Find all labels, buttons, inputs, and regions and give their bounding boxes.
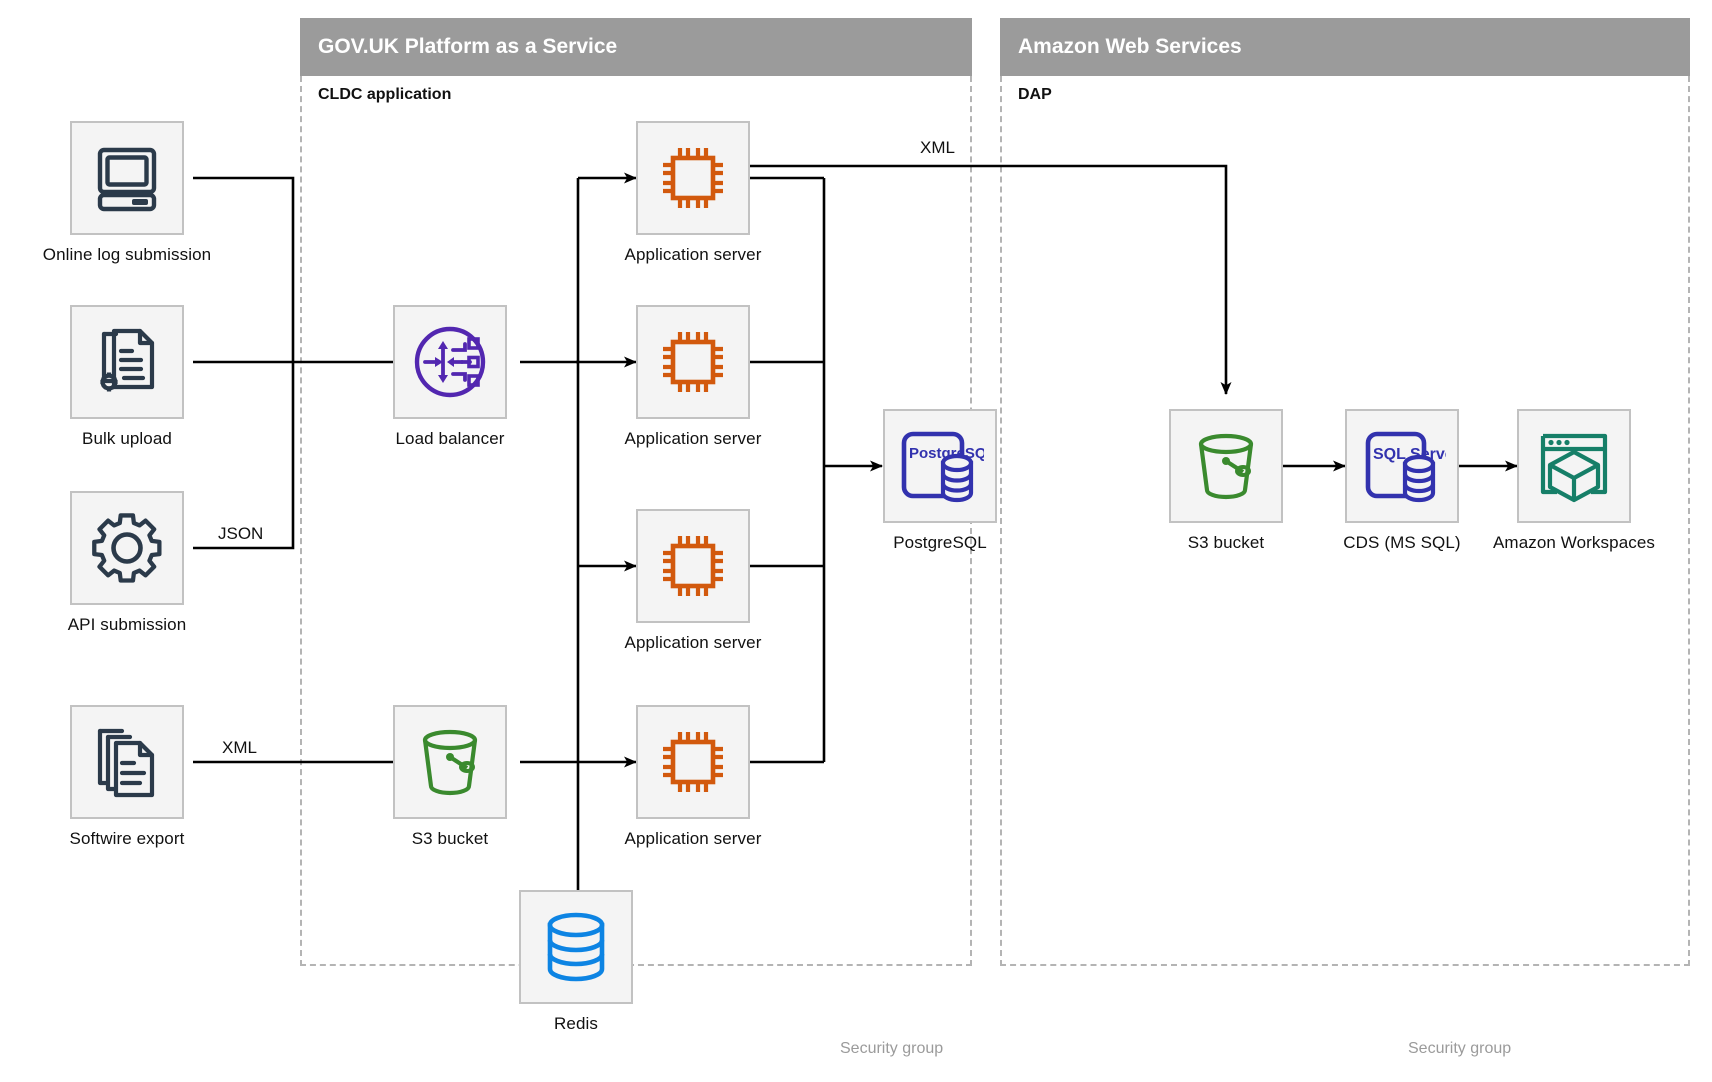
document-gear-icon: [100, 328, 155, 392]
gear-icon: [92, 513, 162, 583]
zone-subtitle-cldc: CLDC application: [318, 86, 452, 103]
node-label: PostgreSQL: [893, 533, 987, 552]
redis-database-icon: [547, 912, 605, 982]
zone-box-aws: [1000, 76, 1690, 966]
zone-title-paas: GOV.UK Platform as a Service: [318, 35, 618, 58]
desktop-computer-icon: [97, 147, 157, 212]
amazon-workspaces-icon: [1540, 433, 1608, 503]
icon-box: PostgreSQL: [883, 409, 997, 523]
postgresql-icon: PostgreSQL: [901, 431, 984, 503]
node-redis[interactable]: Redis: [519, 890, 633, 1033]
node-application-server-4[interactable]: Application server: [625, 705, 761, 848]
node-softwire-export[interactable]: Softwire export: [70, 705, 184, 848]
icon-box: [393, 305, 507, 419]
cpu-chip-icon: [663, 732, 723, 792]
edge-label-xml-softwire: XML: [222, 738, 257, 757]
icon-box: [1517, 409, 1631, 523]
zone-header-paas: GOV.UK Platform as a Service: [300, 18, 972, 76]
s3-bucket-icon: [1198, 433, 1254, 500]
node-label: S3 bucket: [411, 829, 489, 848]
edge-label-json: JSON: [218, 524, 264, 543]
node-amazon-workspaces[interactable]: Amazon Workspaces: [1493, 409, 1655, 552]
icon-box: [636, 509, 750, 623]
icon-box: [519, 890, 633, 1004]
icon-box: [70, 121, 184, 235]
node-label: Application server: [624, 829, 762, 848]
node-online-log-submission[interactable]: Online log submission: [43, 121, 211, 264]
node-label: Load balancer: [395, 429, 505, 448]
zone-title-aws: Amazon Web Services: [1018, 35, 1242, 58]
node-application-server-3[interactable]: Application server: [625, 509, 761, 652]
icon-box: [70, 491, 184, 605]
zone-footer-paas: Security group: [840, 1040, 944, 1057]
documents-stack-icon: [97, 728, 155, 798]
icon-box: [70, 305, 184, 419]
node-application-server-1[interactable]: Application server: [625, 121, 761, 264]
icon-box: [636, 705, 750, 819]
node-label: Application server: [624, 245, 762, 264]
node-bulk-upload[interactable]: Bulk upload: [70, 305, 184, 448]
node-label: S3 bucket: [1187, 533, 1265, 552]
cpu-chip-icon: [663, 148, 723, 208]
node-label: Application server: [624, 633, 762, 652]
cpu-chip-icon: [663, 332, 723, 392]
node-application-server-2[interactable]: Application server: [625, 305, 761, 448]
edge-label-xml-export: XML: [920, 138, 955, 157]
node-label: Bulk upload: [82, 429, 172, 448]
cpu-chip-icon: [663, 536, 723, 596]
s3-bucket-icon: [422, 729, 478, 796]
node-load-balancer[interactable]: Load balancer: [393, 305, 507, 448]
node-label: Application server: [624, 429, 762, 448]
zone-subtitle-dap: DAP: [1018, 86, 1052, 103]
load-balancer-icon: [414, 326, 486, 398]
node-label: API submission: [67, 615, 187, 634]
zone-header-aws: Amazon Web Services: [1000, 18, 1690, 76]
node-cds-ms-sql[interactable]: SQL Server CDS (MS SQL): [1343, 409, 1461, 552]
icon-box: [393, 705, 507, 819]
icon-box: [636, 121, 750, 235]
icon-box: [70, 705, 184, 819]
zone-footer-aws: Security group: [1408, 1040, 1512, 1057]
node-label: Amazon Workspaces: [1492, 533, 1656, 552]
node-api-submission[interactable]: API submission: [68, 491, 186, 634]
icon-box: [1169, 409, 1283, 523]
icon-box: SQL Server: [1345, 409, 1459, 523]
node-s3-bucket-paas[interactable]: S3 bucket: [393, 705, 507, 848]
node-label: Redis: [554, 1014, 598, 1033]
node-label: Online log submission: [42, 245, 212, 264]
sql-server-icon: SQL Server: [1365, 431, 1446, 503]
node-postgresql[interactable]: PostgreSQL PostgreSQL: [883, 409, 997, 552]
node-label: Softwire export: [69, 829, 185, 848]
icon-box: [636, 305, 750, 419]
node-label: CDS (MS SQL): [1343, 533, 1461, 552]
node-s3-bucket-aws[interactable]: S3 bucket: [1169, 409, 1283, 552]
